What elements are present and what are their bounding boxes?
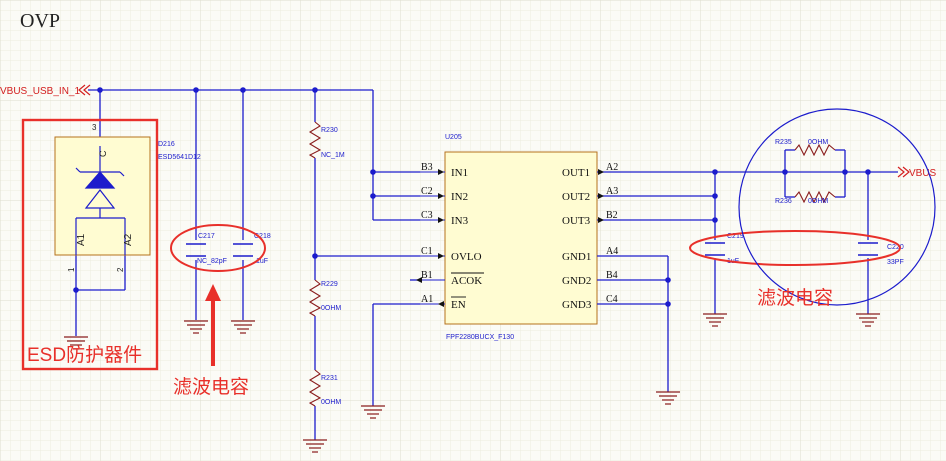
c220-value: 33PF: [887, 259, 904, 266]
u205-right-name-5: GND3: [562, 299, 592, 311]
u205-right-ball-0: A2: [606, 162, 618, 173]
u205-ref: U205: [445, 134, 462, 141]
capacitor-c217[interactable]: C217 NC_82pF: [186, 233, 227, 265]
r231-ref: R231: [321, 375, 338, 382]
r236-ref: R236: [775, 198, 792, 205]
c219-ref: C219: [727, 233, 744, 240]
r230-value: NC_1M: [321, 152, 345, 159]
ground-icon: [64, 336, 88, 350]
ic-u205[interactable]: U205 FPF2280BUCX_F130 B3 IN1 C2 IN2 C3 I…: [416, 134, 622, 341]
r236-value: 0OHM: [808, 198, 828, 205]
u205-left-ball-2: C3: [421, 210, 433, 221]
r231-value: 0OHM: [321, 399, 341, 406]
u205-left-ball-1: C2: [421, 186, 433, 197]
output-highlight-circle: [738, 108, 936, 306]
u205-right-ball-2: B2: [606, 210, 618, 221]
u205-left-ball-3: C1: [421, 246, 433, 257]
d216-pin-3: 3: [92, 123, 97, 132]
c218-ref: C218: [254, 233, 271, 240]
ground-icon: [303, 439, 327, 453]
u205-left-name-5: EN: [451, 299, 466, 311]
c218-value: 1uF: [256, 258, 268, 265]
annotations: ESD防护器件 滤波电容 滤波电容: [21, 108, 936, 398]
ground-icon: [656, 391, 680, 405]
u205-left-name-3: OVLO: [451, 251, 482, 263]
u205-left-name-1: IN2: [451, 191, 468, 203]
net-port-out[interactable]: VBUS: [897, 166, 937, 179]
esd-highlight-box: [21, 118, 159, 371]
net-label-out: VBUS: [909, 168, 937, 179]
output-resistor-bodies: [794, 143, 836, 204]
filter-label-right: 滤波电容: [757, 287, 833, 309]
ground-symbols: [64, 313, 880, 453]
d216-pin-1: 1: [67, 267, 76, 272]
u205-right-name-4: GND2: [562, 275, 591, 287]
u205-part: FPF2280BUCX_F130: [446, 334, 514, 341]
arrow-up-icon: [205, 284, 221, 366]
net-port-in[interactable]: VBUS_USB_IN_1: [0, 84, 91, 97]
capacitor-c218[interactable]: C218 1uF: [233, 233, 271, 265]
c217-value: NC_82pF: [197, 258, 227, 265]
filter-cap-ellipse-right: [689, 230, 901, 266]
filter-label-left: 滤波电容: [173, 376, 249, 398]
net-label-in: VBUS_USB_IN_1: [0, 86, 80, 97]
u205-right-ball-1: A3: [606, 186, 618, 197]
resistor-r236[interactable]: R236 0OHM: [775, 198, 828, 205]
d216-part: ESD5641D12: [158, 154, 201, 161]
c217-ref: C217: [198, 233, 215, 240]
resistor-r229[interactable]: R229 0OHM: [321, 281, 341, 312]
resistor-r235[interactable]: R235 0OHM: [775, 139, 828, 146]
u205-right-name-0: OUT1: [562, 167, 590, 179]
filter-cap-ellipse-left: [170, 224, 266, 272]
ground-icon: [231, 320, 255, 334]
resistor-bodies: [308, 121, 322, 407]
u205-left-ball-4: B1: [421, 270, 433, 281]
u205-right-ball-5: C4: [606, 294, 618, 305]
d216-pin-c: C: [98, 150, 108, 157]
u205-left-name-0: IN1: [451, 167, 468, 179]
u205-right-name-2: OUT3: [562, 215, 591, 227]
ground-icon: [703, 313, 727, 327]
d216-ref: D216: [158, 141, 175, 148]
d216-pin-a2: A2: [123, 233, 134, 246]
capacitor-c220[interactable]: C220 33PF: [858, 242, 904, 266]
u205-pin-arrows: [416, 169, 604, 307]
resistor-r231[interactable]: R231 0OHM: [321, 375, 341, 406]
r229-ref: R229: [321, 281, 338, 288]
esd-diode-d216[interactable]: D216 ESD5641D12 3 C A1 A2 1 2: [54, 123, 201, 272]
u205-right-ball-3: A4: [606, 246, 618, 257]
r230-ref: R230: [321, 127, 338, 134]
r229-value: 0OHM: [321, 305, 341, 312]
r235-value: 0OHM: [808, 139, 828, 146]
r235-ref: R235: [775, 139, 792, 146]
u205-right-name-3: GND1: [562, 251, 591, 263]
esd-label: ESD防护器件: [27, 344, 142, 366]
u205-left-name-4: ACOK: [451, 275, 482, 287]
junctions: [73, 87, 871, 307]
ground-icon: [184, 320, 208, 334]
d216-pin-a1: A1: [76, 233, 87, 246]
resistor-r230[interactable]: R230 NC_1M: [321, 127, 345, 159]
ground-icon: [856, 313, 880, 327]
ground-icon: [361, 405, 385, 419]
u205-right-ball-4: B4: [606, 270, 618, 281]
page-title: OVP: [20, 10, 60, 32]
d216-pin-2: 2: [116, 267, 125, 272]
u205-left-name-2: IN3: [451, 215, 469, 227]
u205-right-name-1: OUT2: [562, 191, 590, 203]
u205-left-ball-0: B3: [421, 162, 433, 173]
u205-left-ball-5: A1: [421, 294, 433, 305]
c220-ref: C220: [887, 244, 904, 251]
